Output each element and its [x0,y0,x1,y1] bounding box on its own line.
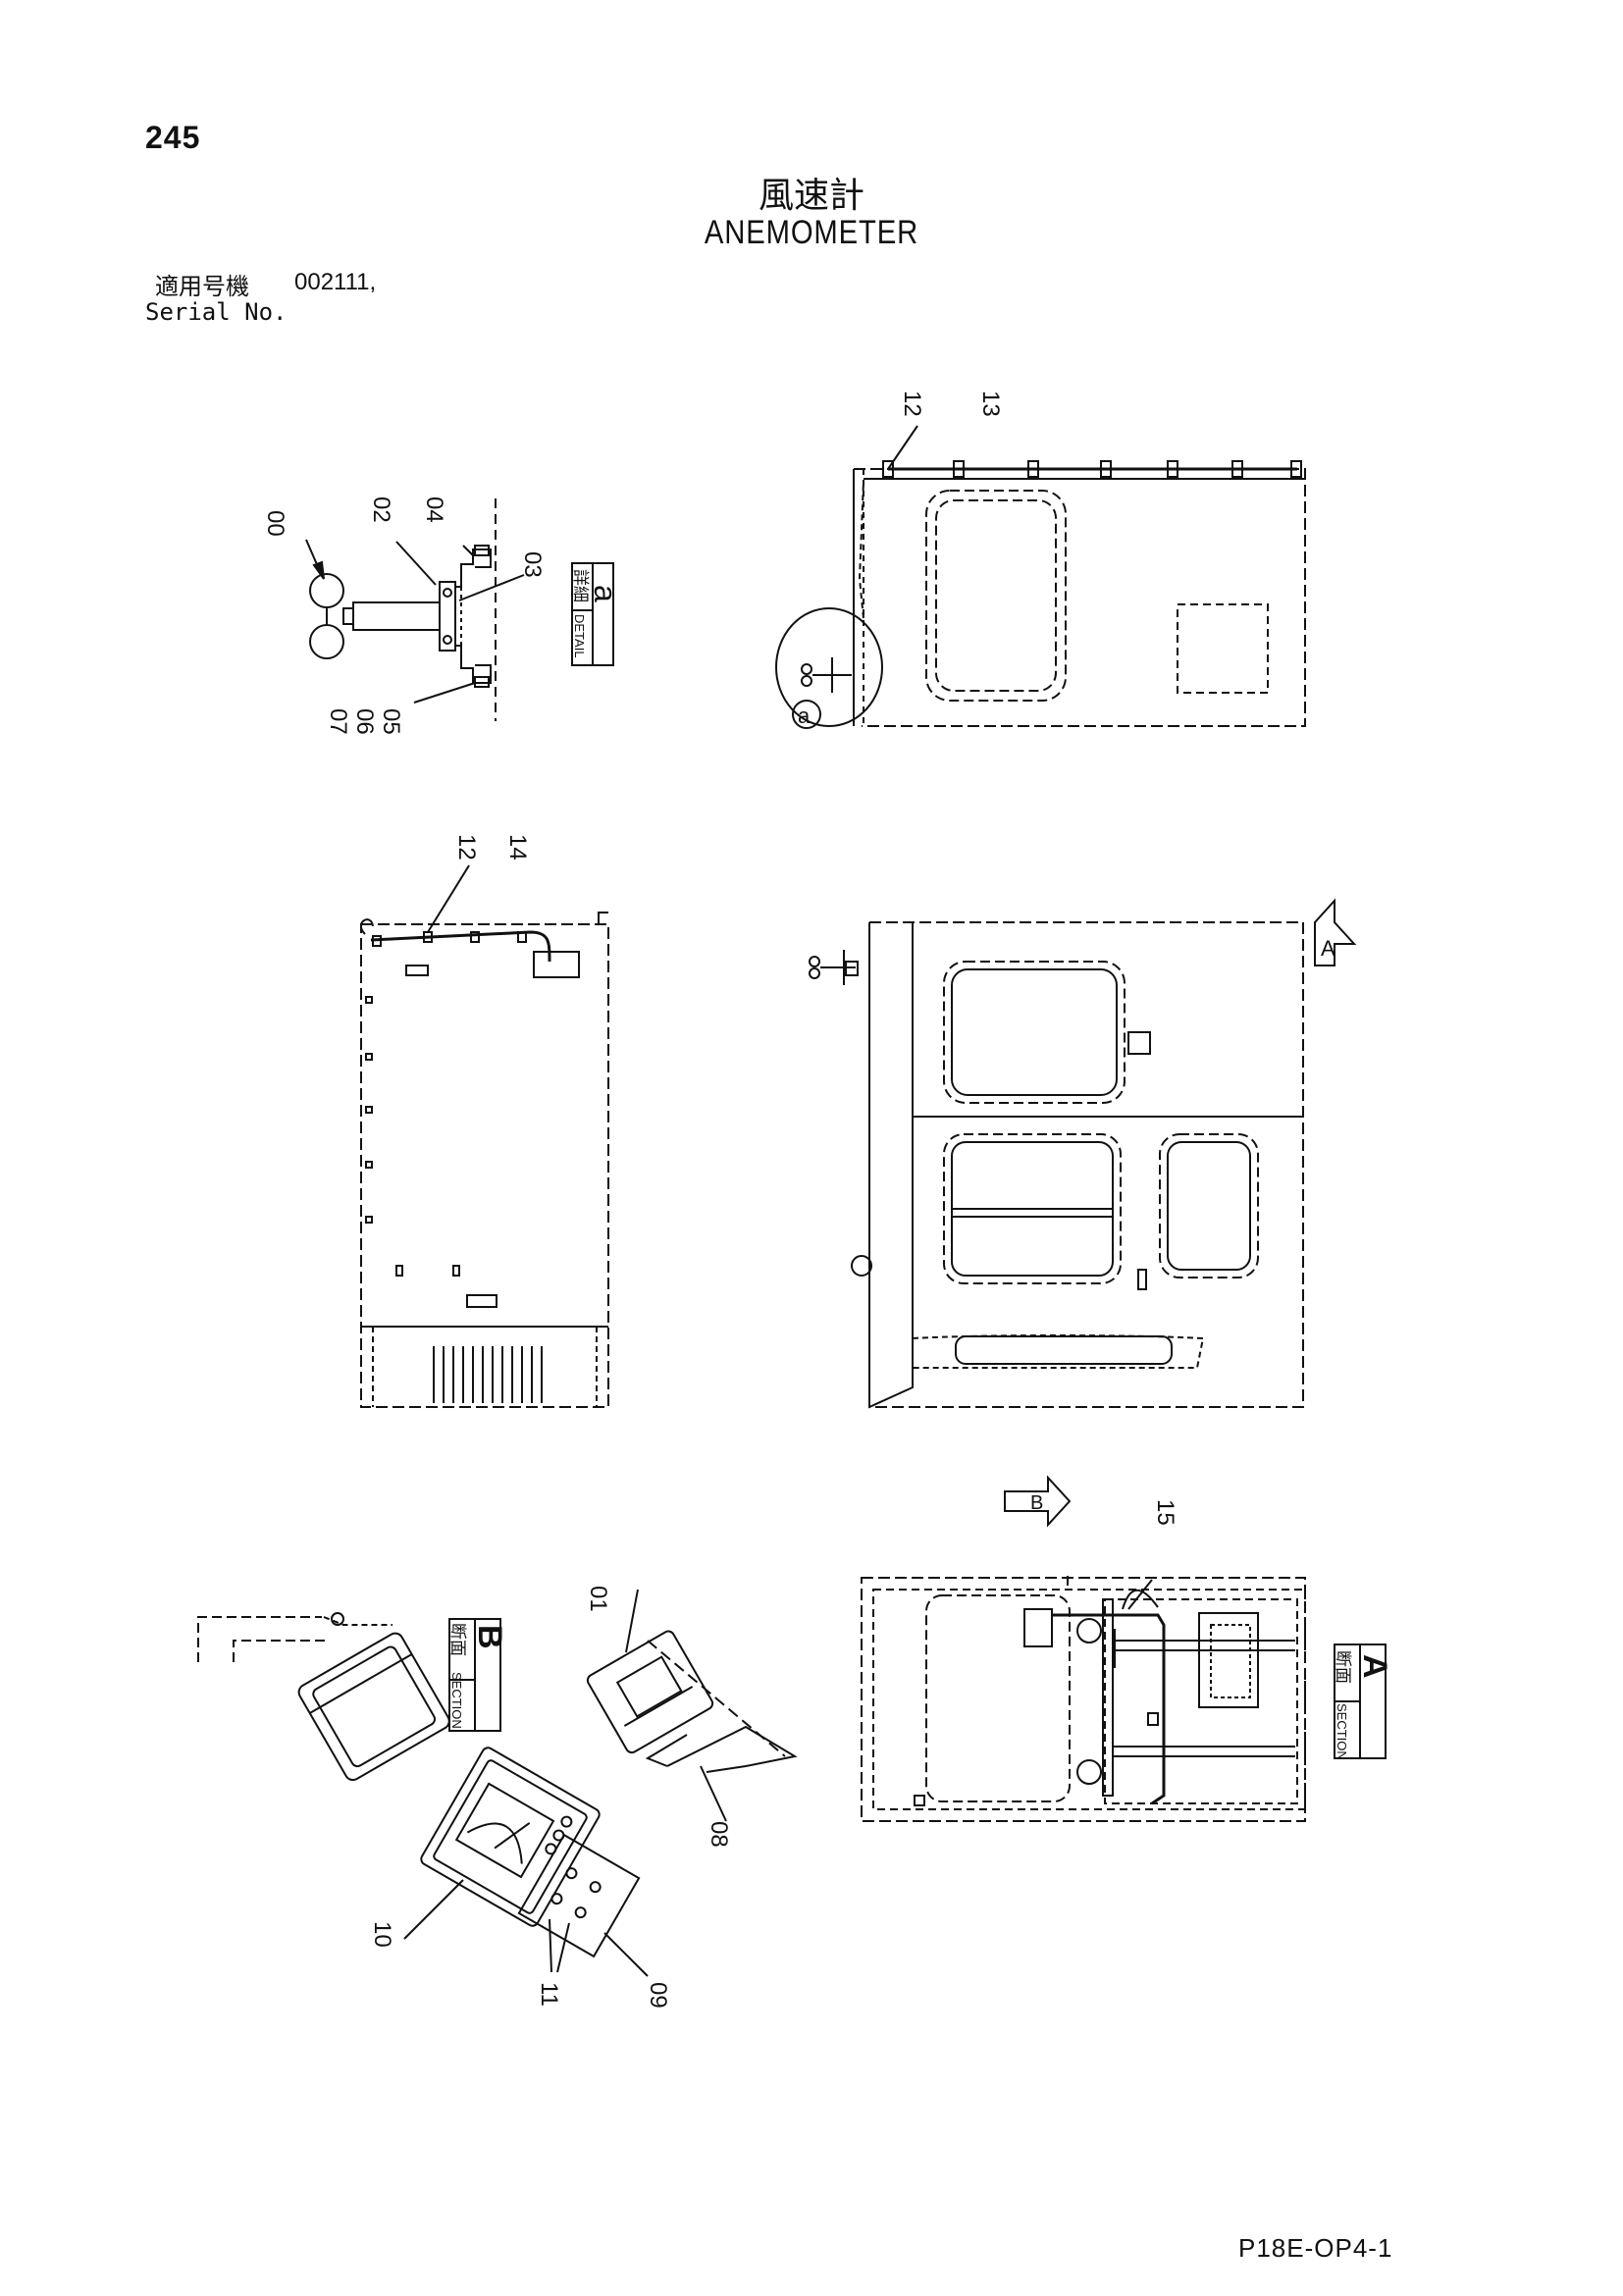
display-assembly [403,1747,649,1977]
callout-06: 06 [351,708,378,735]
callout-12-rear: 12 [453,834,480,861]
anemometer-cup [309,624,344,659]
detail-a-circle [775,607,883,727]
detail-label-en: DETAIL [572,614,587,658]
document-code: P18E-OP4-1 [1238,2233,1393,2263]
detail-a-view [305,498,614,721]
section-a-label-jp: 断面 [1334,1650,1352,1684]
mounting-plate-09 [517,1833,641,1958]
view-b-label: B [1030,1492,1043,1514]
section-b-view [197,1612,501,1782]
view-a-label: A [1321,936,1335,961]
section-b-label-jp: 断面 [448,1623,467,1656]
detail-a-marker: a [798,704,811,728]
view-b-arrow [1004,1475,1072,1528]
callout-13: 13 [977,391,1004,417]
section-a-id: A [1356,1654,1393,1679]
section-a-label-en: SECTION [1335,1703,1349,1760]
display-unit-section-b [297,1632,450,1782]
page-number: 245 [145,120,201,155]
indicator-unit-01 [586,1630,714,1754]
callout-01: 01 [585,1586,611,1612]
display-unit-section-a [1023,1608,1053,1647]
callout-05: 05 [378,708,404,735]
callout-09: 09 [645,1982,671,2009]
callout-00: 00 [262,510,288,537]
callout-10: 10 [369,1921,395,1948]
anemometer-cup [309,573,344,608]
serial-value: 002111, [294,269,377,295]
anemometer-pole [352,601,441,631]
section-a-view [861,1576,1387,1822]
title-japanese: 風速計 [758,176,864,216]
callout-11: 11 [536,1982,562,2007]
callout-08: 08 [706,1821,732,1848]
detail-id: a [588,585,623,602]
title-english: ANEMOMETER [704,214,919,251]
cab-side-view [809,921,1304,1409]
section-b-id: B [471,1625,508,1649]
bracket-assembly [586,1589,798,1822]
callout-15: 15 [1152,1499,1178,1526]
callout-03: 03 [519,551,546,578]
callout-04: 04 [421,496,447,523]
callout-07: 07 [325,708,351,735]
view-a-arrow [1314,898,1357,966]
callout-02: 02 [368,496,394,523]
callout-12-top: 12 [899,391,925,417]
serial-label-japanese: 適用号機 [155,273,249,300]
detail-label-jp: 詳細 [571,569,590,602]
callout-14: 14 [504,834,531,861]
cab-top-view [775,425,1306,729]
serial-label-english: Serial No. [145,298,288,326]
section-b-label-en: SECTION [449,1672,464,1729]
cab-rear-view [359,864,609,1408]
